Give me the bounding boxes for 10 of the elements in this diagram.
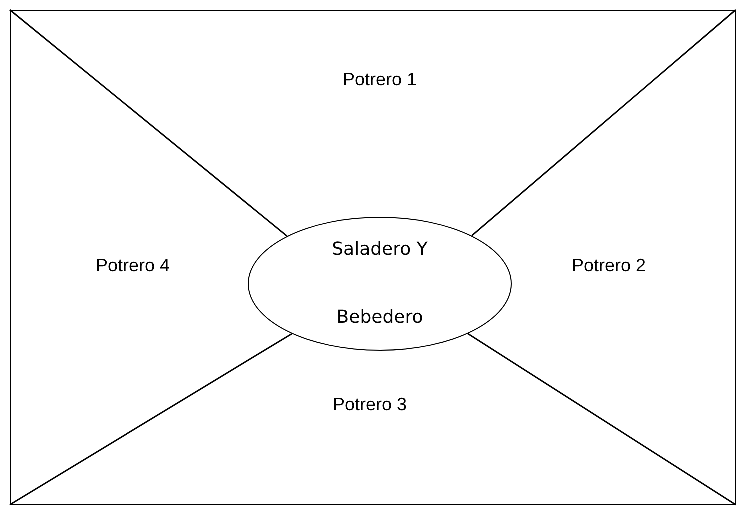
connector-line <box>471 9 736 236</box>
outer-rectangle <box>10 10 736 505</box>
region-label: Potrero 4 <box>96 256 170 276</box>
connector-line <box>10 333 292 506</box>
region-label: Potrero 3 <box>332 394 408 416</box>
connector-line <box>10 9 288 237</box>
connector-line <box>468 333 736 506</box>
region-label: Potrero 1 <box>342 70 418 90</box>
node-label: Saladero Y Bebedero <box>331 238 429 330</box>
region-label: Potrero 2 <box>572 256 646 276</box>
